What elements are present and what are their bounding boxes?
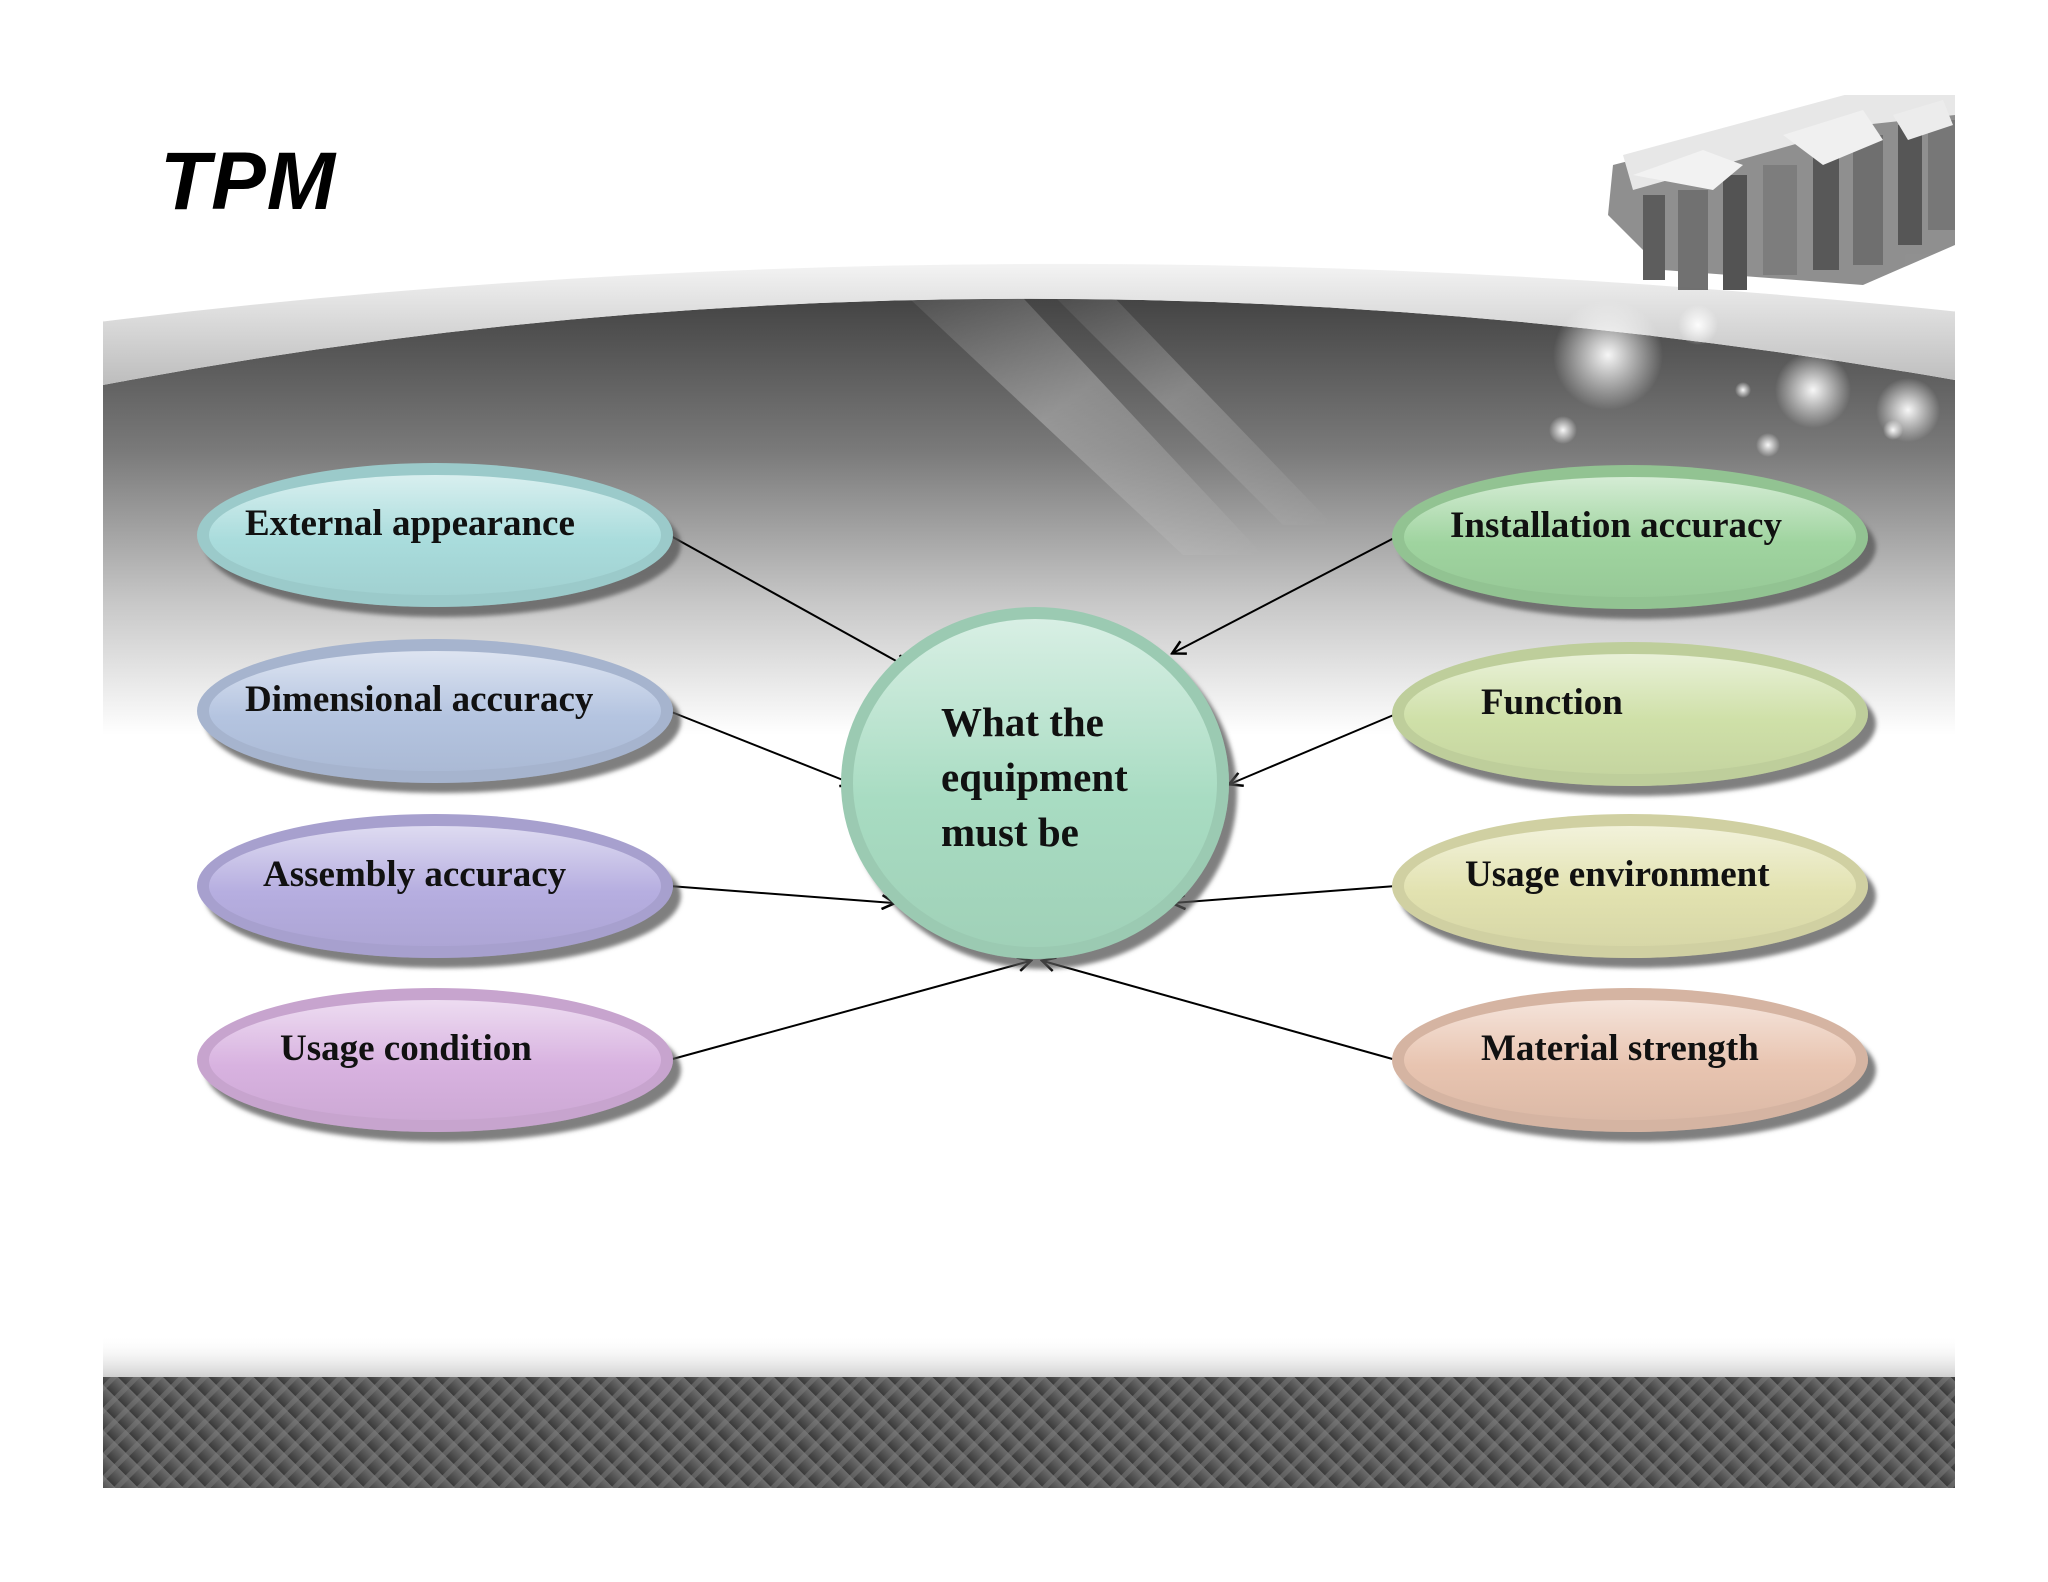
left-ellipse-3 [197, 814, 673, 958]
right-node-label-1: Installation accuracy [1450, 505, 1782, 546]
center-label-line: must be [941, 809, 1079, 855]
arrow-right-1 [1173, 536, 1397, 653]
right-ellipse-2 [1392, 642, 1868, 786]
slide-title: TPM [160, 136, 337, 227]
center-label: What the equipment must be [941, 695, 1128, 860]
arrow-left-3 [668, 885, 894, 903]
left-node-label-1: External appearance [245, 503, 575, 544]
center-label-line: What the [941, 699, 1104, 745]
arrow-right-4 [1043, 961, 1397, 1061]
right-ellipse-3 [1392, 814, 1868, 958]
center-label-line: equipment [941, 754, 1128, 800]
right-node-label-3: Usage environment [1465, 854, 1770, 895]
arrow-right-2 [1230, 713, 1397, 784]
left-node-label-2: Dimensional accuracy [245, 679, 594, 720]
center-circle [841, 607, 1229, 959]
arrow-left-4 [668, 961, 1030, 1061]
left-node-label-4: Usage condition [280, 1028, 532, 1069]
arrow-right-3 [1173, 885, 1397, 903]
arrow-group [668, 534, 1397, 1061]
right-ellipse-4 [1392, 988, 1868, 1132]
right-node-label-4: Material strength [1481, 1028, 1759, 1069]
slide-background [103, 95, 1955, 1488]
left-node-label-3: Assembly accuracy [263, 854, 567, 895]
left-ellipse-2 [197, 639, 673, 783]
tpm-diagram [197, 463, 1868, 1132]
world-map-graphic [1608, 95, 1955, 290]
arrow-left-1 [668, 534, 907, 667]
right-node-label-2: Function [1481, 682, 1623, 723]
arrow-left-2 [668, 710, 853, 784]
node-group [197, 463, 1868, 1132]
left-ellipse-4 [197, 988, 673, 1132]
left-ellipse-1 [197, 463, 673, 607]
right-ellipse-1 [1392, 465, 1868, 609]
